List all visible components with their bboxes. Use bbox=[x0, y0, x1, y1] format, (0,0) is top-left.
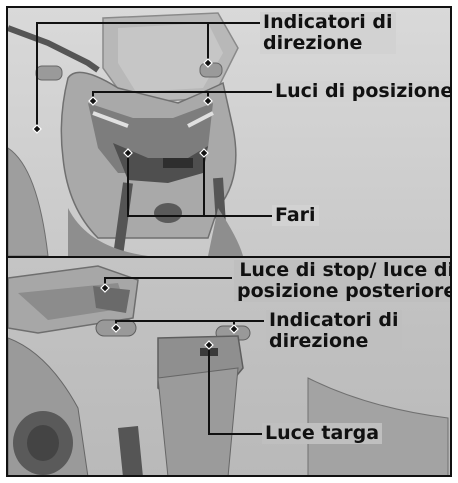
label-turn-signals-front-line1: Indicatori di bbox=[263, 12, 393, 33]
label-stop-light-line2: posizione posteriore bbox=[237, 281, 450, 302]
label-turn-signals-rear-line1: Indicatori di bbox=[269, 310, 399, 331]
label-turn-signals-rear: Indicatori di direzione bbox=[266, 310, 402, 352]
rear-view-panel: Luce di stop/ luce di posizione posterio… bbox=[8, 258, 450, 477]
label-turn-signals-front: Indicatori di direzione bbox=[260, 12, 396, 54]
label-stop-light: Luce di stop/ luce di posizione posterio… bbox=[234, 260, 450, 302]
label-turn-signals-front-line2: direzione bbox=[263, 33, 393, 54]
front-view-panel: Indicatori di direzione Luci di posizion… bbox=[8, 8, 450, 256]
figure-frame: Indicatori di direzione Luci di posizion… bbox=[6, 6, 452, 477]
label-stop-light-line1: Luce di stop/ luce di bbox=[237, 260, 450, 281]
label-turn-signals-rear-line2: direzione bbox=[269, 331, 399, 352]
label-position-lights: Luci di posizione bbox=[272, 81, 450, 102]
label-headlights: Fari bbox=[272, 205, 319, 226]
label-license-plate-light: Luce targa bbox=[262, 423, 382, 444]
